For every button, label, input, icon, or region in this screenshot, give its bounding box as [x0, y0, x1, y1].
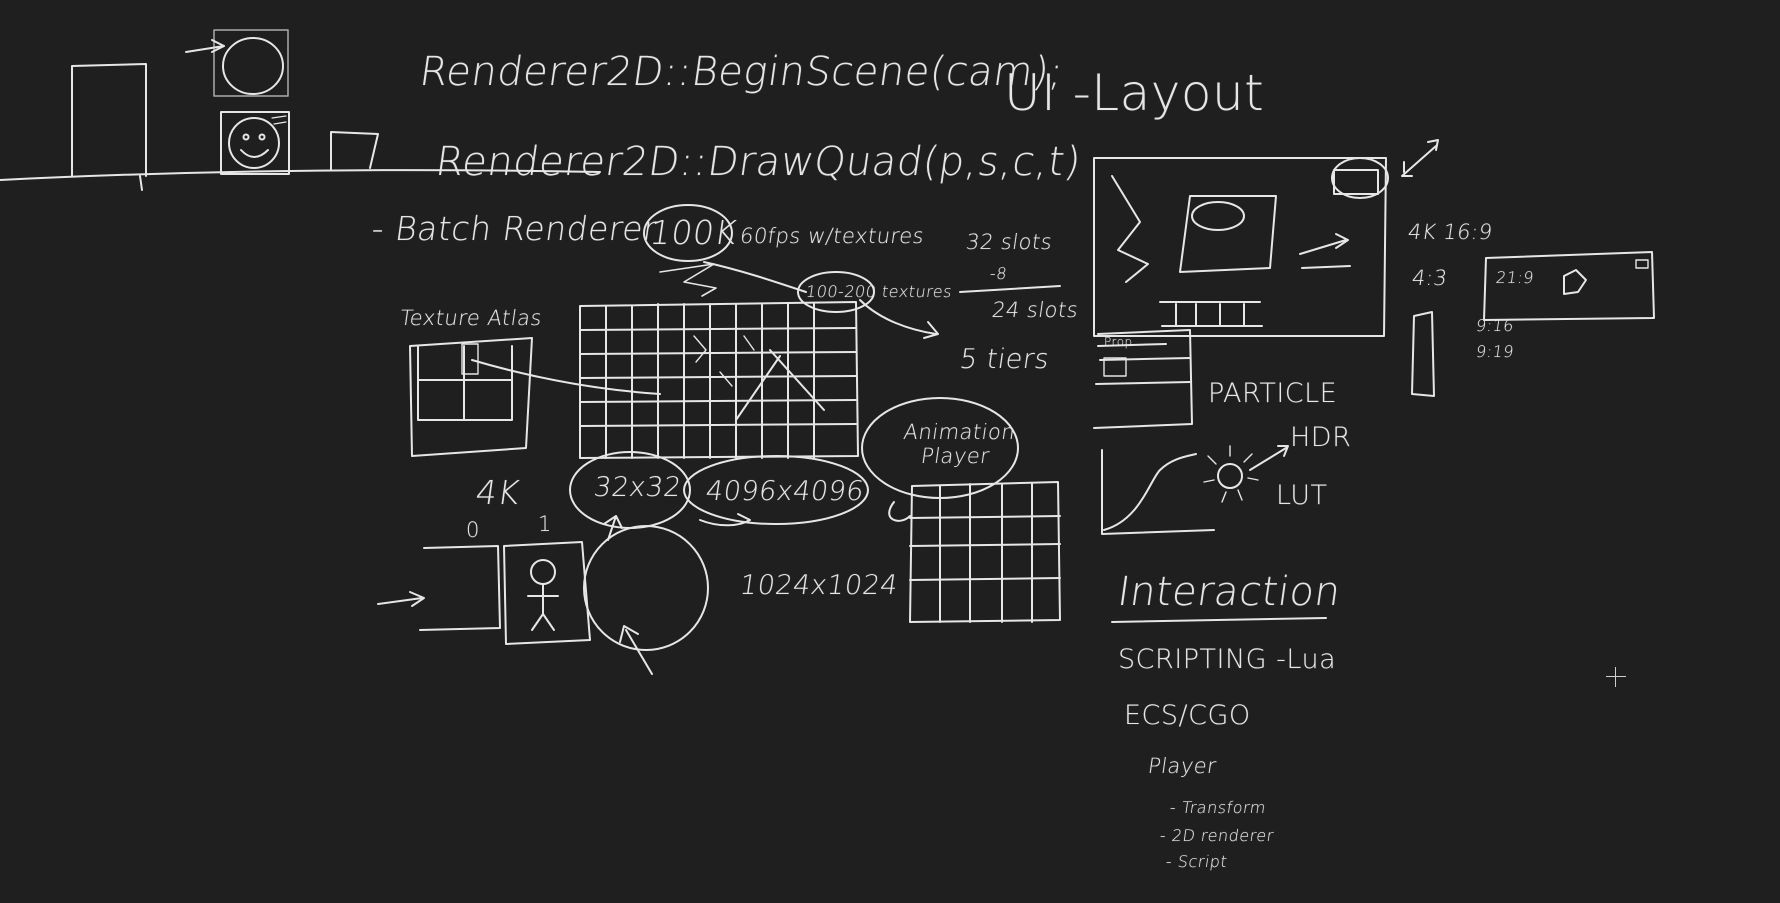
tiers-note: 5 tiers: [957, 344, 1052, 375]
crosshair-cursor-icon: [1606, 667, 1626, 687]
rotate-icon: [185, 29, 289, 97]
highlight-4096: [683, 455, 869, 525]
alt-atlas-size: 1024x1024: [737, 570, 901, 601]
interaction-title: Interaction: [1114, 569, 1344, 615]
component-script: - Script: [1164, 852, 1229, 871]
hdr-label: HDR: [1290, 422, 1352, 453]
properties-panel-sketch: [1093, 329, 1193, 429]
atlas-grid: [579, 301, 859, 459]
aspect-21-9: 21:9: [1494, 268, 1536, 287]
aspect-9-19: 9:19: [1474, 342, 1516, 361]
aspect-9-16: 9:16: [1474, 316, 1516, 335]
component-transform: - Transform: [1168, 798, 1268, 817]
slots-left: 24 slots: [990, 298, 1080, 322]
batch-renderer-title: - Batch Renderer: [369, 209, 661, 248]
texture-atlas-sketch: [409, 337, 661, 457]
scripting-note: SCRIPTING -Lua: [1118, 644, 1337, 675]
quad-count: 100K: [647, 213, 740, 252]
properties-label: Prop: [1104, 335, 1133, 349]
highlight-100k: [643, 204, 733, 262]
player-entity: Player: [1146, 754, 1219, 778]
draw-quad-call: Renderer2D::DrawQuad(p,s,c,t): [432, 139, 1084, 185]
aspect-4k: 4K 16:9: [1406, 220, 1495, 244]
fps-note: 60fps w/textures: [738, 224, 926, 248]
lut-label: LUT: [1276, 480, 1328, 511]
frame-index-0: 0: [466, 518, 480, 542]
platformer-sketch: [0, 63, 601, 191]
ui-layout-title: UI -Layout: [1004, 64, 1265, 122]
frame-index-1: 1: [538, 512, 552, 536]
texture-atlas-title: Texture Atlas: [398, 306, 544, 330]
begin-scene-call: Renderer2D::BeginScene(cam);: [416, 49, 1067, 95]
sprite-frames: [377, 541, 591, 645]
atlas-size: 4096x4096: [703, 476, 867, 507]
particle-label: PARTICLE: [1208, 378, 1338, 409]
animation-player-sketch: [861, 397, 1061, 623]
tonemap-curve-sketch: [1101, 445, 1289, 535]
slots-minus: -8: [988, 264, 1009, 283]
aspect-4-3: 4:3: [1410, 266, 1450, 290]
tile-size: 32x32: [591, 472, 684, 503]
atlas-4k: 4K: [473, 473, 523, 512]
slots-total: 32 slots: [964, 230, 1054, 254]
component-2d-renderer: - 2D renderer: [1158, 826, 1276, 845]
texture-count: 100-200 textures: [804, 282, 954, 301]
animation-player-title: Animation Player: [902, 420, 1017, 469]
ecs-note: ECS/CGO: [1124, 700, 1251, 731]
ui-screen-sketch: [1093, 139, 1439, 337]
smiley-icon: [220, 111, 290, 175]
aspect-sketch: [1411, 251, 1655, 397]
